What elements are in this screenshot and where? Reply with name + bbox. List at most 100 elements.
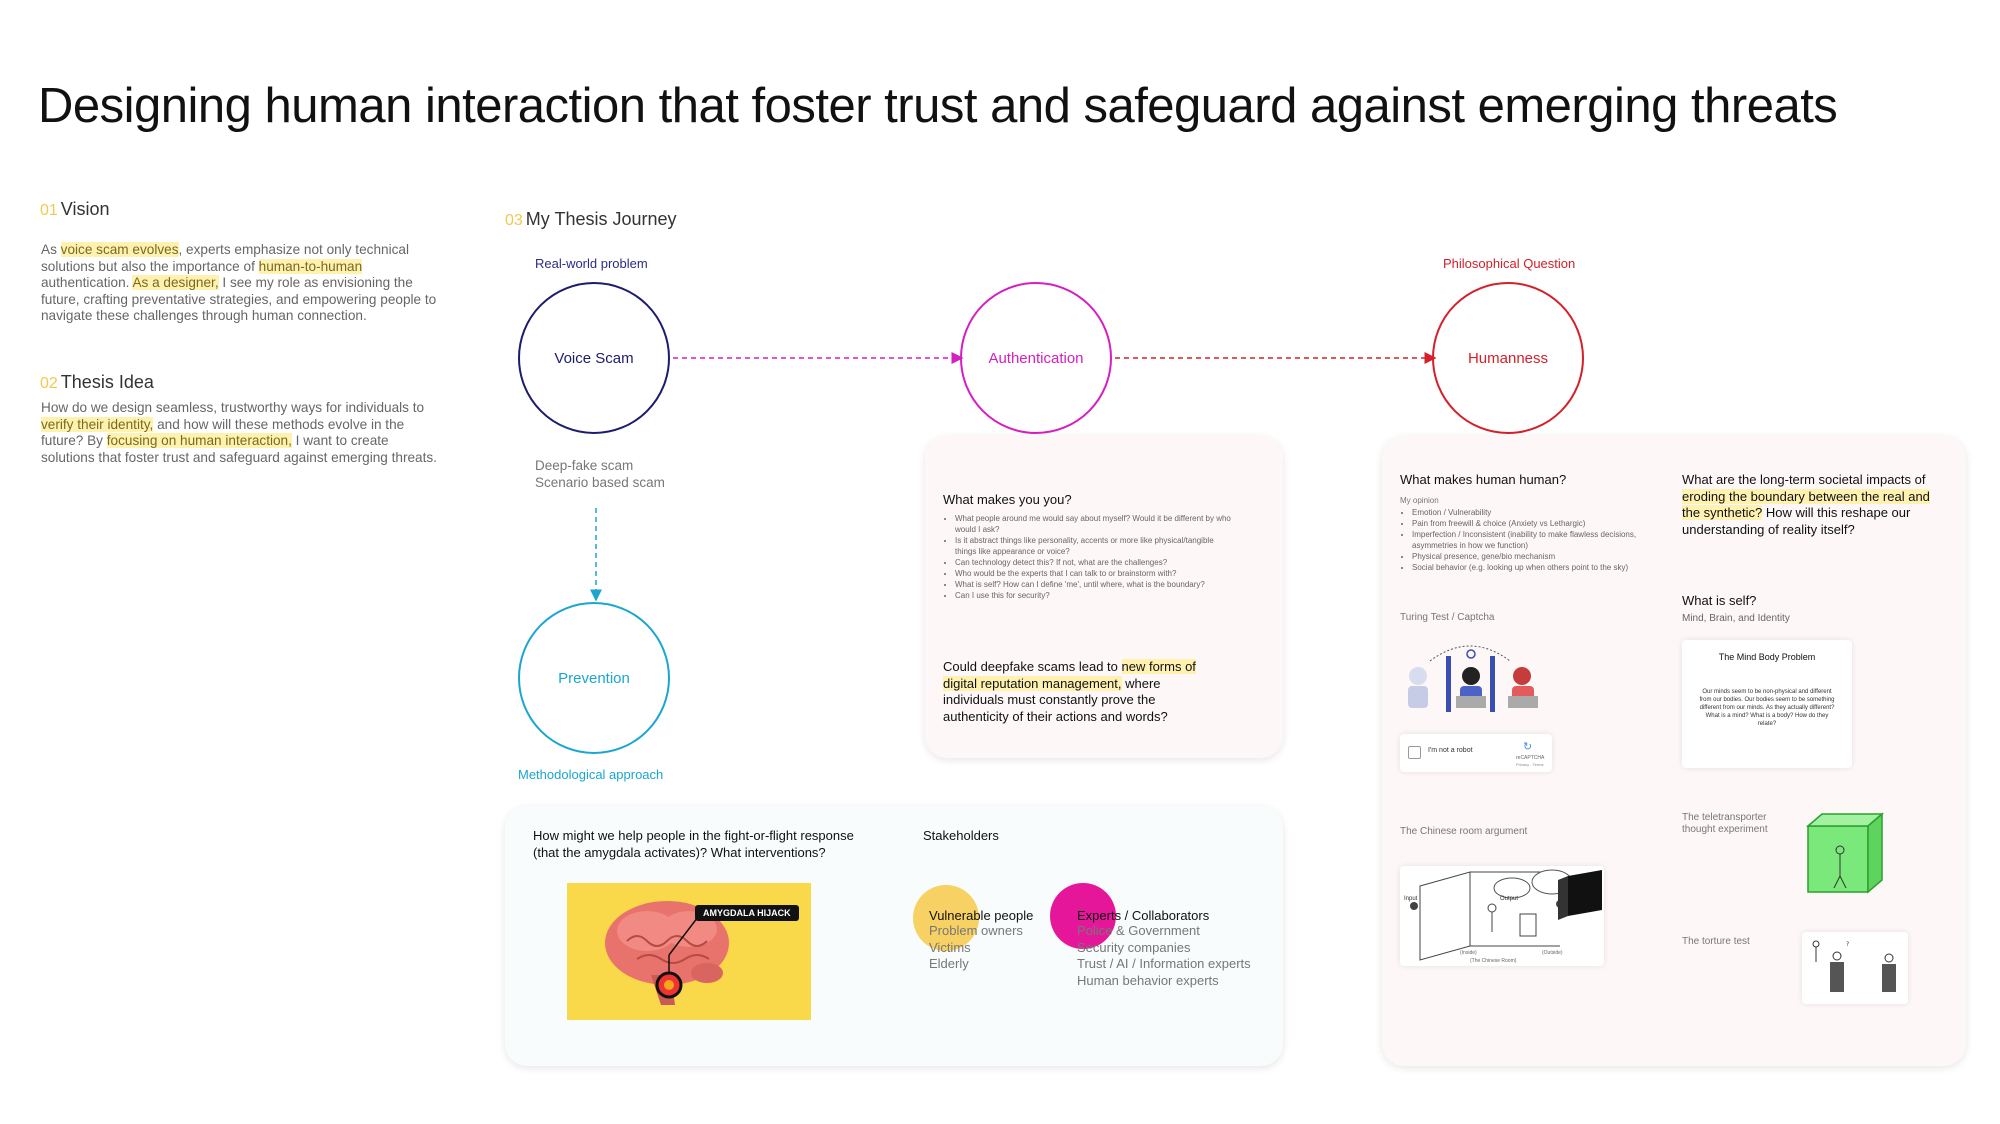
vision-text: As voice scam evolves, experts emphasize…: [41, 242, 446, 325]
humanness-label: Humanness: [1467, 349, 1549, 367]
amygdala-label: AMYGDALA HIJACK: [695, 905, 799, 921]
captcha-terms: Privacy - Terms: [1516, 762, 1544, 767]
chinese-inside-label: (Inside): [1460, 950, 1477, 956]
prevention-question: How might we help people in the fight-or…: [533, 828, 854, 860]
vision-text-part: , experts emphasize not only technical s…: [41, 242, 409, 274]
stakeholder-item: Trust / AI / Information experts: [1077, 956, 1251, 971]
torture-sketch: ?: [1812, 940, 1896, 992]
chinese-room-caption: The Chinese room argument: [1400, 826, 1528, 837]
self-question: What is self?: [1682, 593, 1757, 608]
auth-q2-part: where individuals must constantly prove …: [943, 675, 1168, 724]
prevention-card: How might we help people in the fight-or…: [505, 806, 1283, 1066]
chinese-outside-label: (Outside): [1542, 950, 1563, 956]
opinion-label: My opinion: [1400, 496, 1439, 505]
auth-bullet: What people around me would say about my…: [955, 513, 1233, 535]
human-q2-part: How will this reshape our understanding …: [1682, 505, 1911, 537]
vision-highlight: voice scam evolves: [60, 242, 179, 257]
humanness-node: Humanness: [1432, 282, 1584, 434]
thesis-number: 02: [40, 375, 58, 392]
teletransporter-caption: The teletransporter thought experiment: [1682, 812, 1768, 835]
stakeholder-item: Security companies: [1077, 939, 1191, 955]
stakeholders-heading: Stakeholders: [923, 828, 999, 843]
thesis-text: How do we design seamless, trustworthy w…: [41, 400, 446, 466]
auth-question-list: What people around me would say about my…: [943, 513, 1233, 601]
prevention-label: Prevention: [558, 669, 630, 687]
teletransporter-illustration: [1802, 806, 1892, 896]
torture-illustration: ?: [1802, 932, 1908, 1004]
vulnerable-group: Vulnerable people Problem owners Victims…: [929, 908, 1033, 973]
turing-figures: [1408, 645, 1538, 712]
vulnerable-dot: [913, 885, 979, 951]
vision-heading-text: Vision: [60, 199, 110, 219]
auth-bullet: Is it abstract things like personality, …: [955, 535, 1233, 557]
stakeholder-item: Problem owners: [929, 923, 1023, 938]
vision-text-part: I see my role as envisioning the future,…: [41, 275, 437, 323]
stakeholder-item: Police & Government: [1077, 923, 1200, 938]
human-q2-part: What are the long-term societal impacts …: [1682, 472, 1926, 487]
auth-q2-part: Could deepfake scams lead to: [943, 659, 1122, 674]
voice-scam-node: Voice Scam: [518, 282, 670, 434]
methodological-label: Methodological approach: [518, 767, 664, 782]
thesis-text-part: I want to create solutions that foster t…: [41, 433, 437, 465]
opinion-item: Social behavior (e.g. looking up when ot…: [1412, 562, 1640, 573]
stakeholder-item: Elderly: [929, 956, 969, 971]
vision-highlight: As a designer,: [132, 275, 219, 290]
thesis-highlight: verify their identity,: [41, 416, 154, 432]
experts-dot: [1050, 883, 1116, 949]
subtype-item: Deep-fake scam: [535, 458, 634, 473]
captcha-checkbox[interactable]: [1408, 746, 1421, 759]
auth-question-1: What makes you you?: [943, 492, 1072, 507]
vulnerable-title: Vulnerable people: [929, 908, 1034, 923]
vulnerable-list: Problem owners Victims Elderly: [929, 923, 1033, 973]
prevention-node: Prevention: [518, 602, 670, 754]
experts-title: Experts / Collaborators: [1077, 908, 1210, 923]
captcha-text: I'm not a robot: [1428, 747, 1473, 754]
subtype-item: Scenario based scam: [535, 475, 665, 490]
chinese-output-label: Output: [1500, 896, 1519, 902]
thesis-heading-text: Thesis Idea: [60, 372, 154, 392]
vision-text-part: As: [41, 242, 61, 257]
vision-text-part: authentication.: [41, 275, 133, 290]
voice-scam-subtypes: Deep-fake scam Scenario based scam: [535, 457, 665, 491]
chinese-room-sketch: [1410, 869, 1602, 961]
mind-body-title: The Mind Body Problem: [1718, 652, 1816, 662]
authentication-card: What makes you you? What people around m…: [925, 436, 1283, 758]
vision-highlight: human-to-human: [258, 258, 363, 274]
turing-illustration: [1400, 636, 1542, 716]
vision-number: 01: [40, 202, 58, 219]
opinion-list: Emotion / Vulnerability Pain from freewi…: [1400, 507, 1640, 573]
thesis-highlight: focusing on human interaction,: [106, 433, 292, 448]
experts-group: Experts / Collaborators Police & Governm…: [1077, 908, 1251, 989]
turing-caption: Turing Test / Captcha: [1400, 612, 1495, 623]
captcha-brand: reCAPTCHA: [1516, 755, 1545, 761]
authentication-node: Authentication: [960, 282, 1112, 434]
amygdala-image: AMYGDALA HIJACK: [567, 883, 811, 1020]
thesis-text-part: and how will these methods evolve in the…: [41, 416, 405, 449]
voice-scam-label: Voice Scam: [554, 349, 634, 367]
opinion-item: Imperfection / Inconsistent (inability t…: [1412, 529, 1640, 551]
opinion-item: Emotion / Vulnerability: [1412, 507, 1640, 518]
captcha-box[interactable]: I'm not a robot ↻ reCAPTCHA Privacy - Te…: [1400, 734, 1552, 772]
human-question-2: What are the long-term societal impacts …: [1682, 472, 1932, 538]
thesis-text-part: How do we design seamless, trustworthy w…: [41, 400, 425, 415]
real-world-label: Real-world problem: [535, 256, 648, 271]
journey-heading-text: My Thesis Journey: [525, 209, 677, 229]
mind-body-card: The Mind Body Problem Our minds seem to …: [1682, 640, 1852, 768]
opinion-item: Physical presence, gene/bio mechanism: [1412, 551, 1640, 562]
self-subtitle: Mind, Brain, and Identity: [1682, 613, 1790, 624]
philosophical-label: Philosophical Question: [1443, 256, 1576, 271]
stakeholder-item: Victims: [929, 939, 971, 955]
authentication-label: Authentication: [988, 349, 1084, 367]
auth-question-2: Could deepfake scams lead to new forms o…: [943, 659, 1201, 725]
opinion-item: Pain from freewill & choice (Anxiety vs …: [1412, 518, 1640, 529]
chinese-room-illustration: Input Output (Inside) (Outside) (The Chi…: [1400, 866, 1604, 966]
mind-body-text: Our minds seem to be non-physical and di…: [1699, 689, 1835, 727]
recaptcha-icon: ↻: [1523, 741, 1533, 753]
humanness-card: What makes human human? My opinion Emoti…: [1382, 436, 1966, 1066]
experts-list: Police & Government Security companies T…: [1077, 923, 1251, 989]
teletransporter-cube: [1805, 812, 1885, 894]
human-question-1: What makes human human?: [1400, 472, 1567, 487]
